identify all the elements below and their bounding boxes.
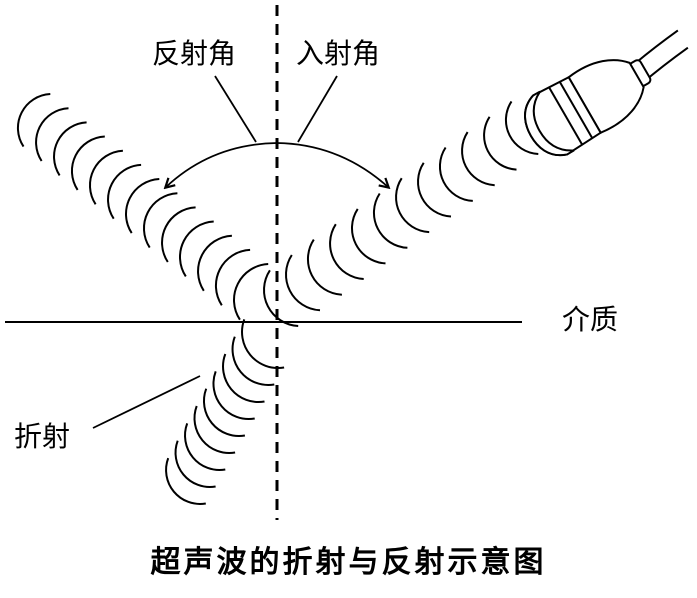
reflected-wave-arc [197,234,232,292]
incidence-angle-label: 入射角 [296,37,381,70]
reflected-wave-arc [233,263,269,321]
incidence-angle-leader [297,75,338,143]
reflected-wave-arc [35,107,69,162]
refracted-wave-arc [165,457,206,505]
refracted-wave-arc [241,319,285,369]
incident-wave-arc [285,254,321,312]
incident-wave-arc [483,116,517,171]
reflection-angle-leader [214,75,257,143]
reflected-wave-arc [53,121,87,176]
incident-wave-arc [307,239,342,296]
refraction-leader [92,375,201,429]
refracted-wave-arcs [165,319,285,505]
angle-arc-right-arrow [276,142,388,187]
diagram-caption: 超声波的折射与反射示意图 [150,545,547,580]
refracted-wave-arc [193,405,236,454]
refracted-wave-arc [174,440,216,488]
refracted-wave-arc [212,371,255,420]
ultrasound-probe-icon [524,29,689,157]
reflected-wave-arc [16,93,51,148]
incident-wave-arc [350,208,386,265]
reflected-wave-arc [125,178,160,234]
refraction-label: 折射 [14,420,71,453]
incident-wave-arcs [263,100,539,327]
reflected-wave-arcs [16,93,269,321]
incident-wave-arc [438,146,473,202]
reflected-wave-arc [107,163,142,220]
incident-wave-arc [372,192,408,249]
incident-wave-arc [417,162,452,218]
incident-wave-arc [504,100,539,155]
reflected-wave-arc [161,206,196,263]
refracted-wave-arc [203,388,246,437]
incident-wave-arc [461,131,495,187]
angle-arc-left-arrow [166,142,278,187]
medium-label: 介质 [562,303,619,336]
reflected-wave-arc [142,192,178,249]
refracted-wave-arc [184,423,226,471]
reflected-wave-arc [88,149,123,205]
reflection-angle-label: 反射角 [152,37,237,70]
refracted-wave-arc [222,353,265,403]
reflected-wave-arc [179,220,214,277]
refracted-wave-arc [231,336,275,386]
incident-wave-arc [395,177,430,234]
incident-wave-arc [329,223,364,280]
incident-wave-arc [263,269,299,327]
reflected-wave-arc [214,248,251,306]
reflected-wave-arc [70,135,105,191]
